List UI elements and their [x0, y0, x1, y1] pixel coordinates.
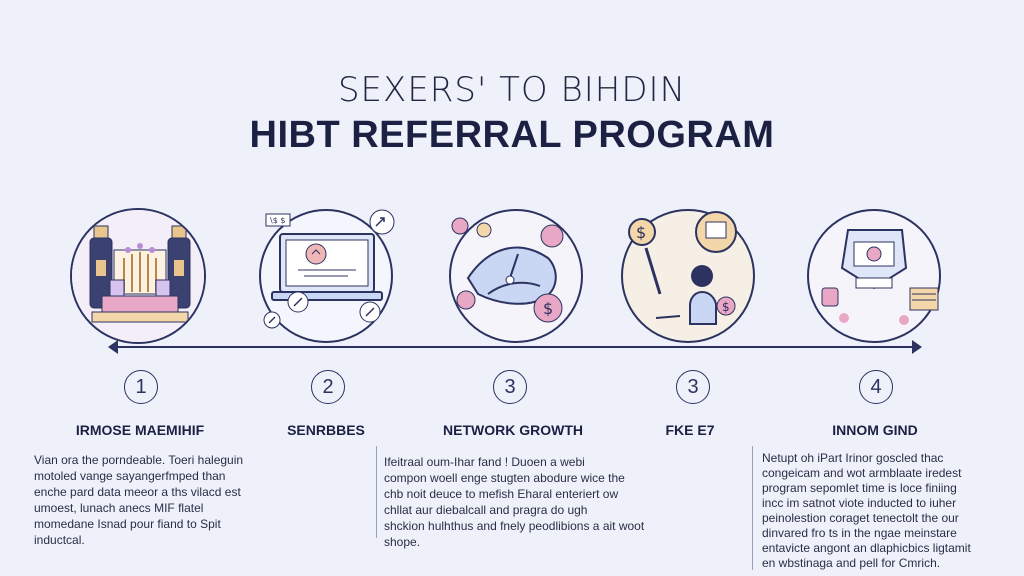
svg-text:$: $ [722, 300, 730, 314]
step-number: 3 [676, 370, 710, 404]
svg-text:\$ $: \$ $ [270, 216, 285, 225]
step-number: 3 [493, 370, 527, 404]
step-number: 2 [311, 370, 345, 404]
step-number: 4 [859, 370, 893, 404]
trophy-podium-icon [72, 210, 204, 342]
description-divider [752, 446, 753, 570]
step-title: FKE E7 [665, 422, 715, 438]
step-4-illustration: $ $ [620, 208, 756, 344]
rewards-badge-icon [807, 209, 941, 343]
step-description: Ifeitraal oum-Ihar fand ! Duoen a webi c… [384, 455, 645, 549]
step-title: SENRBBES [287, 422, 365, 438]
step-description: Vian ora the porndeable. Toeri haleguin … [34, 453, 244, 547]
svg-text:$: $ [636, 223, 646, 242]
handshake-money-icon: $ [449, 209, 583, 343]
step-title: INNOM GIND [832, 422, 918, 438]
step-title: IRMOSE MAEMIHIF [75, 422, 205, 438]
svg-text:$: $ [543, 299, 553, 318]
page-title: HIBT REFERRAL PROGRAM [249, 114, 775, 156]
step-description: Netupt oh iPart Irinor goscled thac cong… [762, 451, 971, 570]
timeline-arrow-right-icon [912, 340, 922, 354]
timeline-axis [112, 346, 916, 348]
step-2-illustration: \$ $ [258, 208, 395, 344]
step-3-illustration: $ [448, 208, 584, 344]
person-dollar-icon: $ $ [621, 209, 755, 343]
step-title: NETWORK GROWTH [443, 422, 583, 438]
page-kicker: SEXERS' TO BIHDIN [337, 70, 687, 110]
step-5-illustration [806, 208, 942, 344]
step-1-illustration [70, 208, 206, 344]
step-number: 1 [124, 370, 158, 404]
timeline-arrow-left-icon [108, 340, 118, 354]
laptop-icon: \$ $ [259, 209, 395, 343]
description-divider [376, 446, 377, 538]
